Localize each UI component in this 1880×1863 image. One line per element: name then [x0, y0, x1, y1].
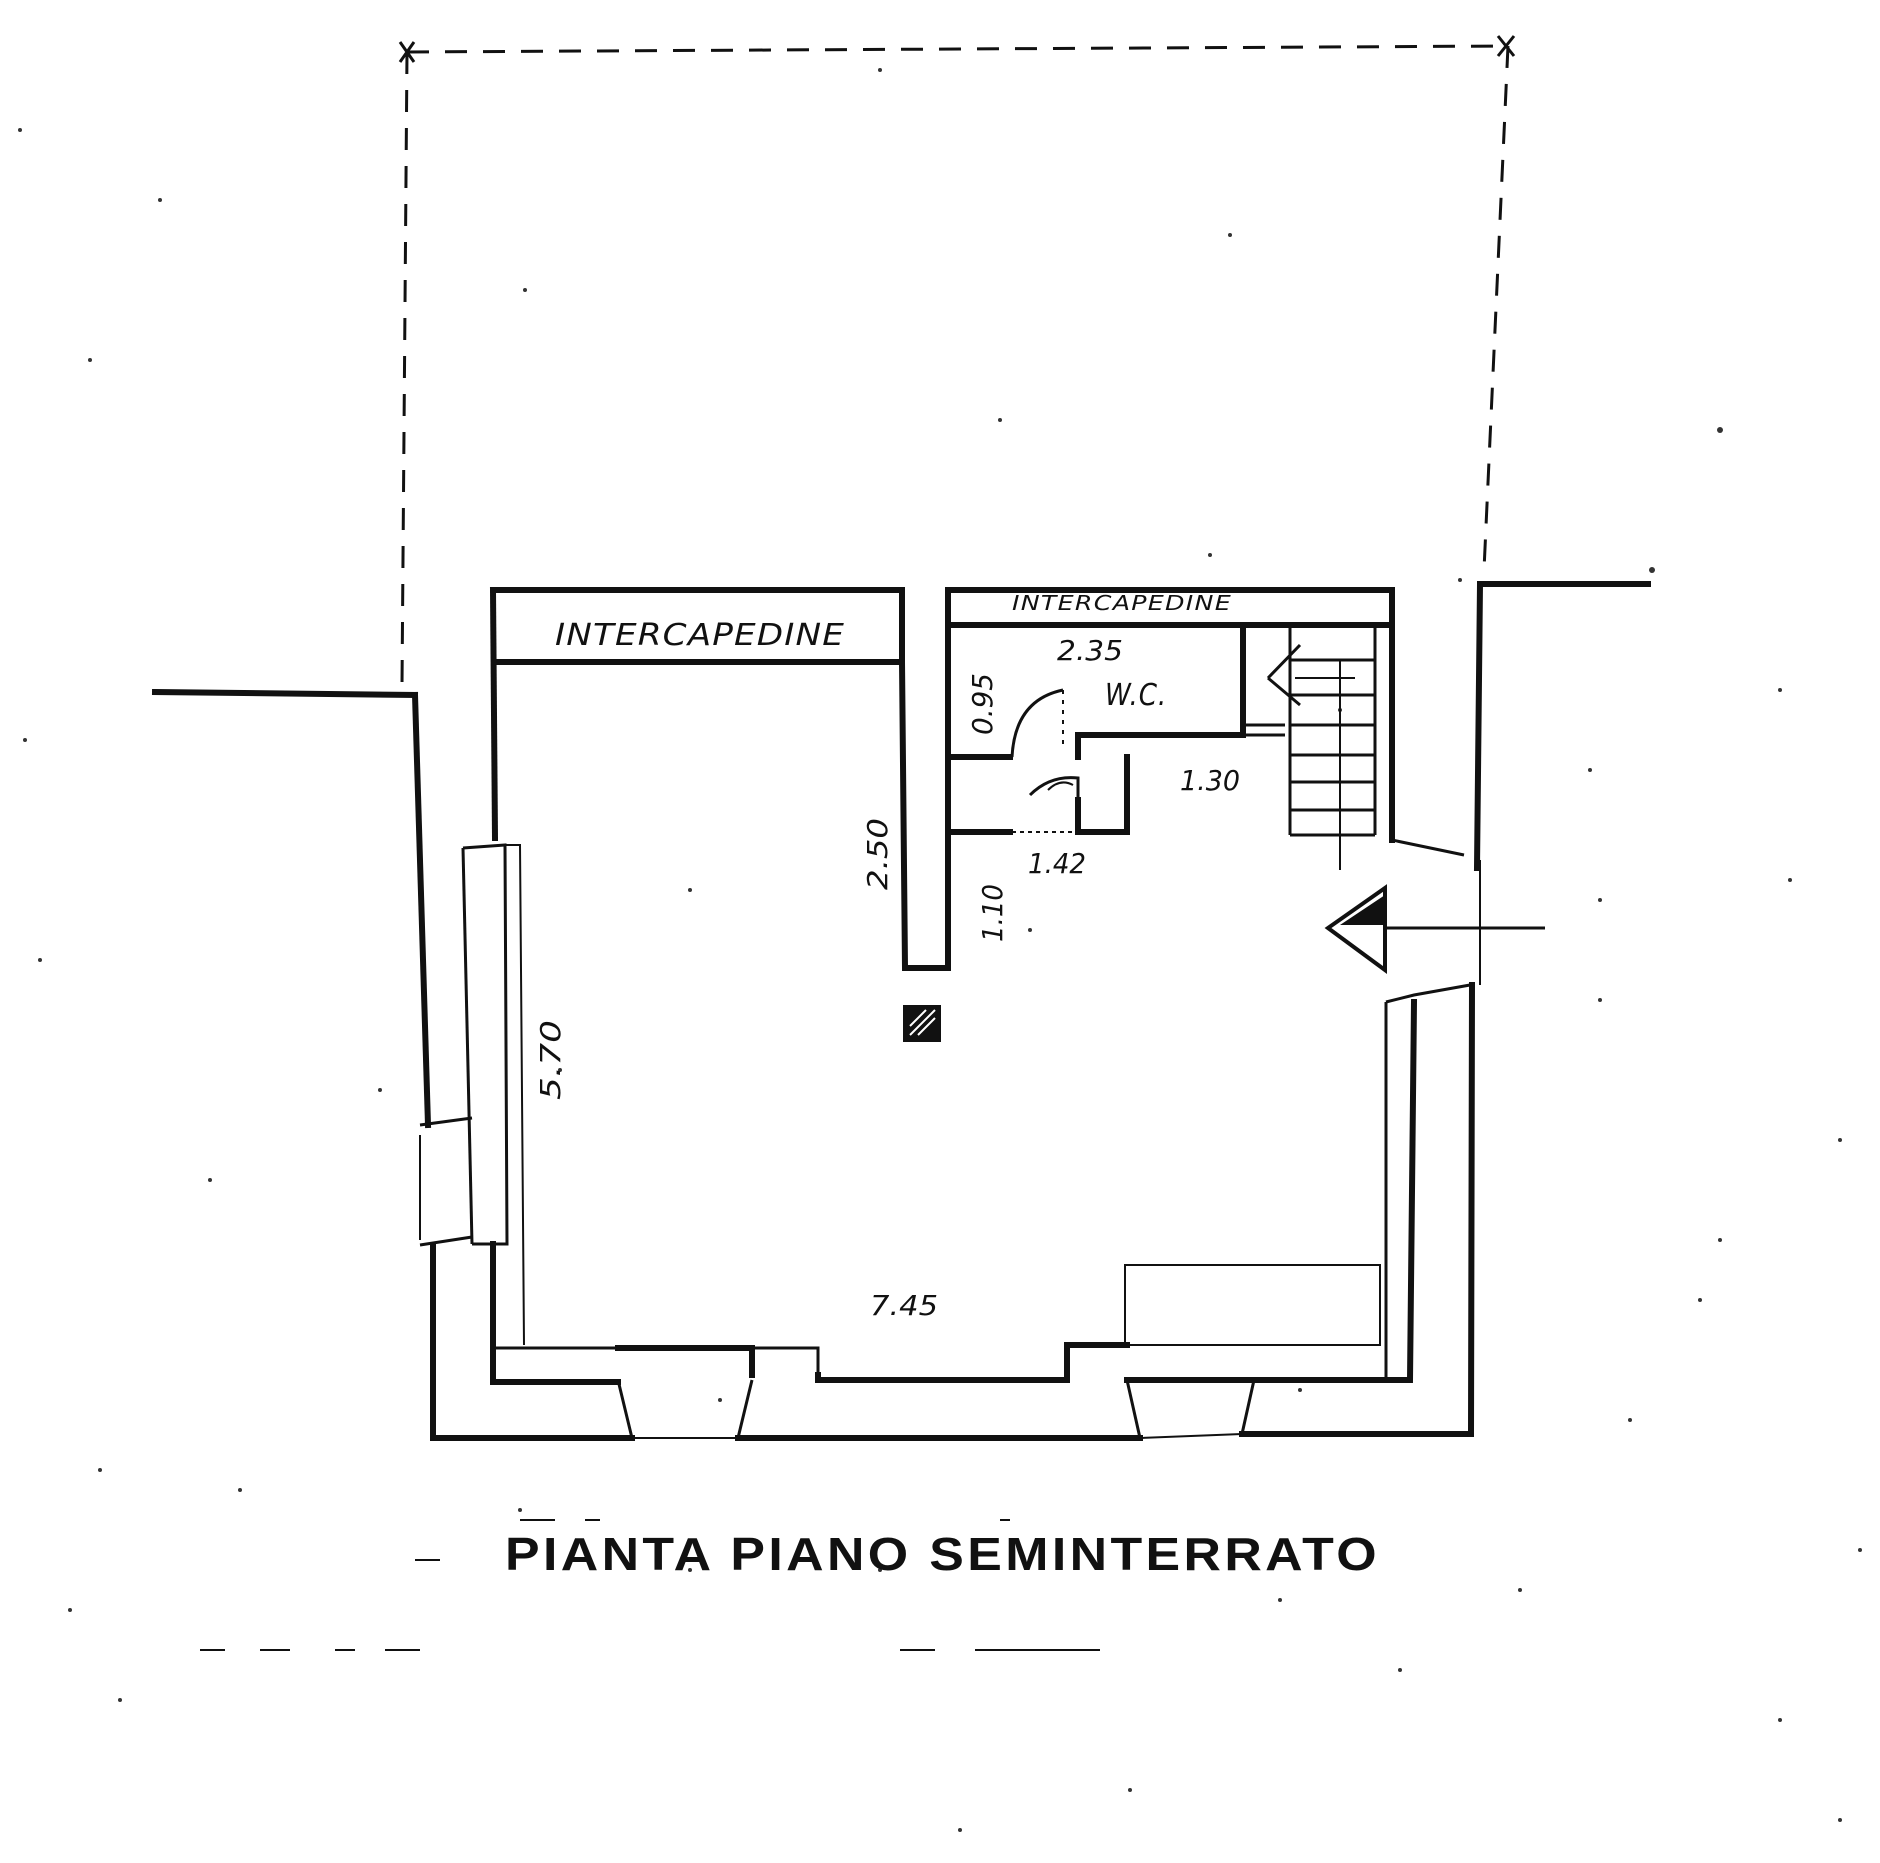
title-dash-line: [200, 1519, 1100, 1651]
dimension-main-width: 7.45: [870, 1289, 938, 1322]
inner-walls: [461, 586, 1471, 1385]
dimension-wc-depth: 0.95: [966, 673, 999, 735]
scan-specks: [18, 68, 1862, 1832]
flue-icon: [903, 1005, 941, 1042]
dimension-stair-width: 1.30: [1180, 764, 1240, 797]
drawing-title: PIANTA PIANO SEMINTERRATO: [505, 1528, 1380, 1580]
outer-walls: [411, 580, 1484, 1441]
toilet-icon: [1012, 776, 1080, 833]
room-label-intercapedine-left: INTERCAPEDINE: [555, 618, 845, 653]
dimension-corridor-width: 1.10: [976, 884, 1009, 942]
dimension-partition-length: 2.50: [861, 818, 894, 890]
dimension-main-depth: 5.70: [534, 1020, 567, 1100]
dimension-wc-width: 2.35: [1057, 634, 1123, 667]
room-label-wc: W.C.: [1105, 678, 1167, 713]
arrow-icon: [1324, 860, 1545, 985]
property-boundary: [398, 35, 1516, 686]
stair-arrow-icon: [1266, 643, 1355, 707]
room-label-intercapedine-right: INTERCAPEDINE: [1012, 591, 1232, 615]
wc-door: [1010, 688, 1064, 758]
dimension-passage-width: 1.42: [1028, 847, 1086, 880]
ground-lines: [151, 567, 1655, 699]
